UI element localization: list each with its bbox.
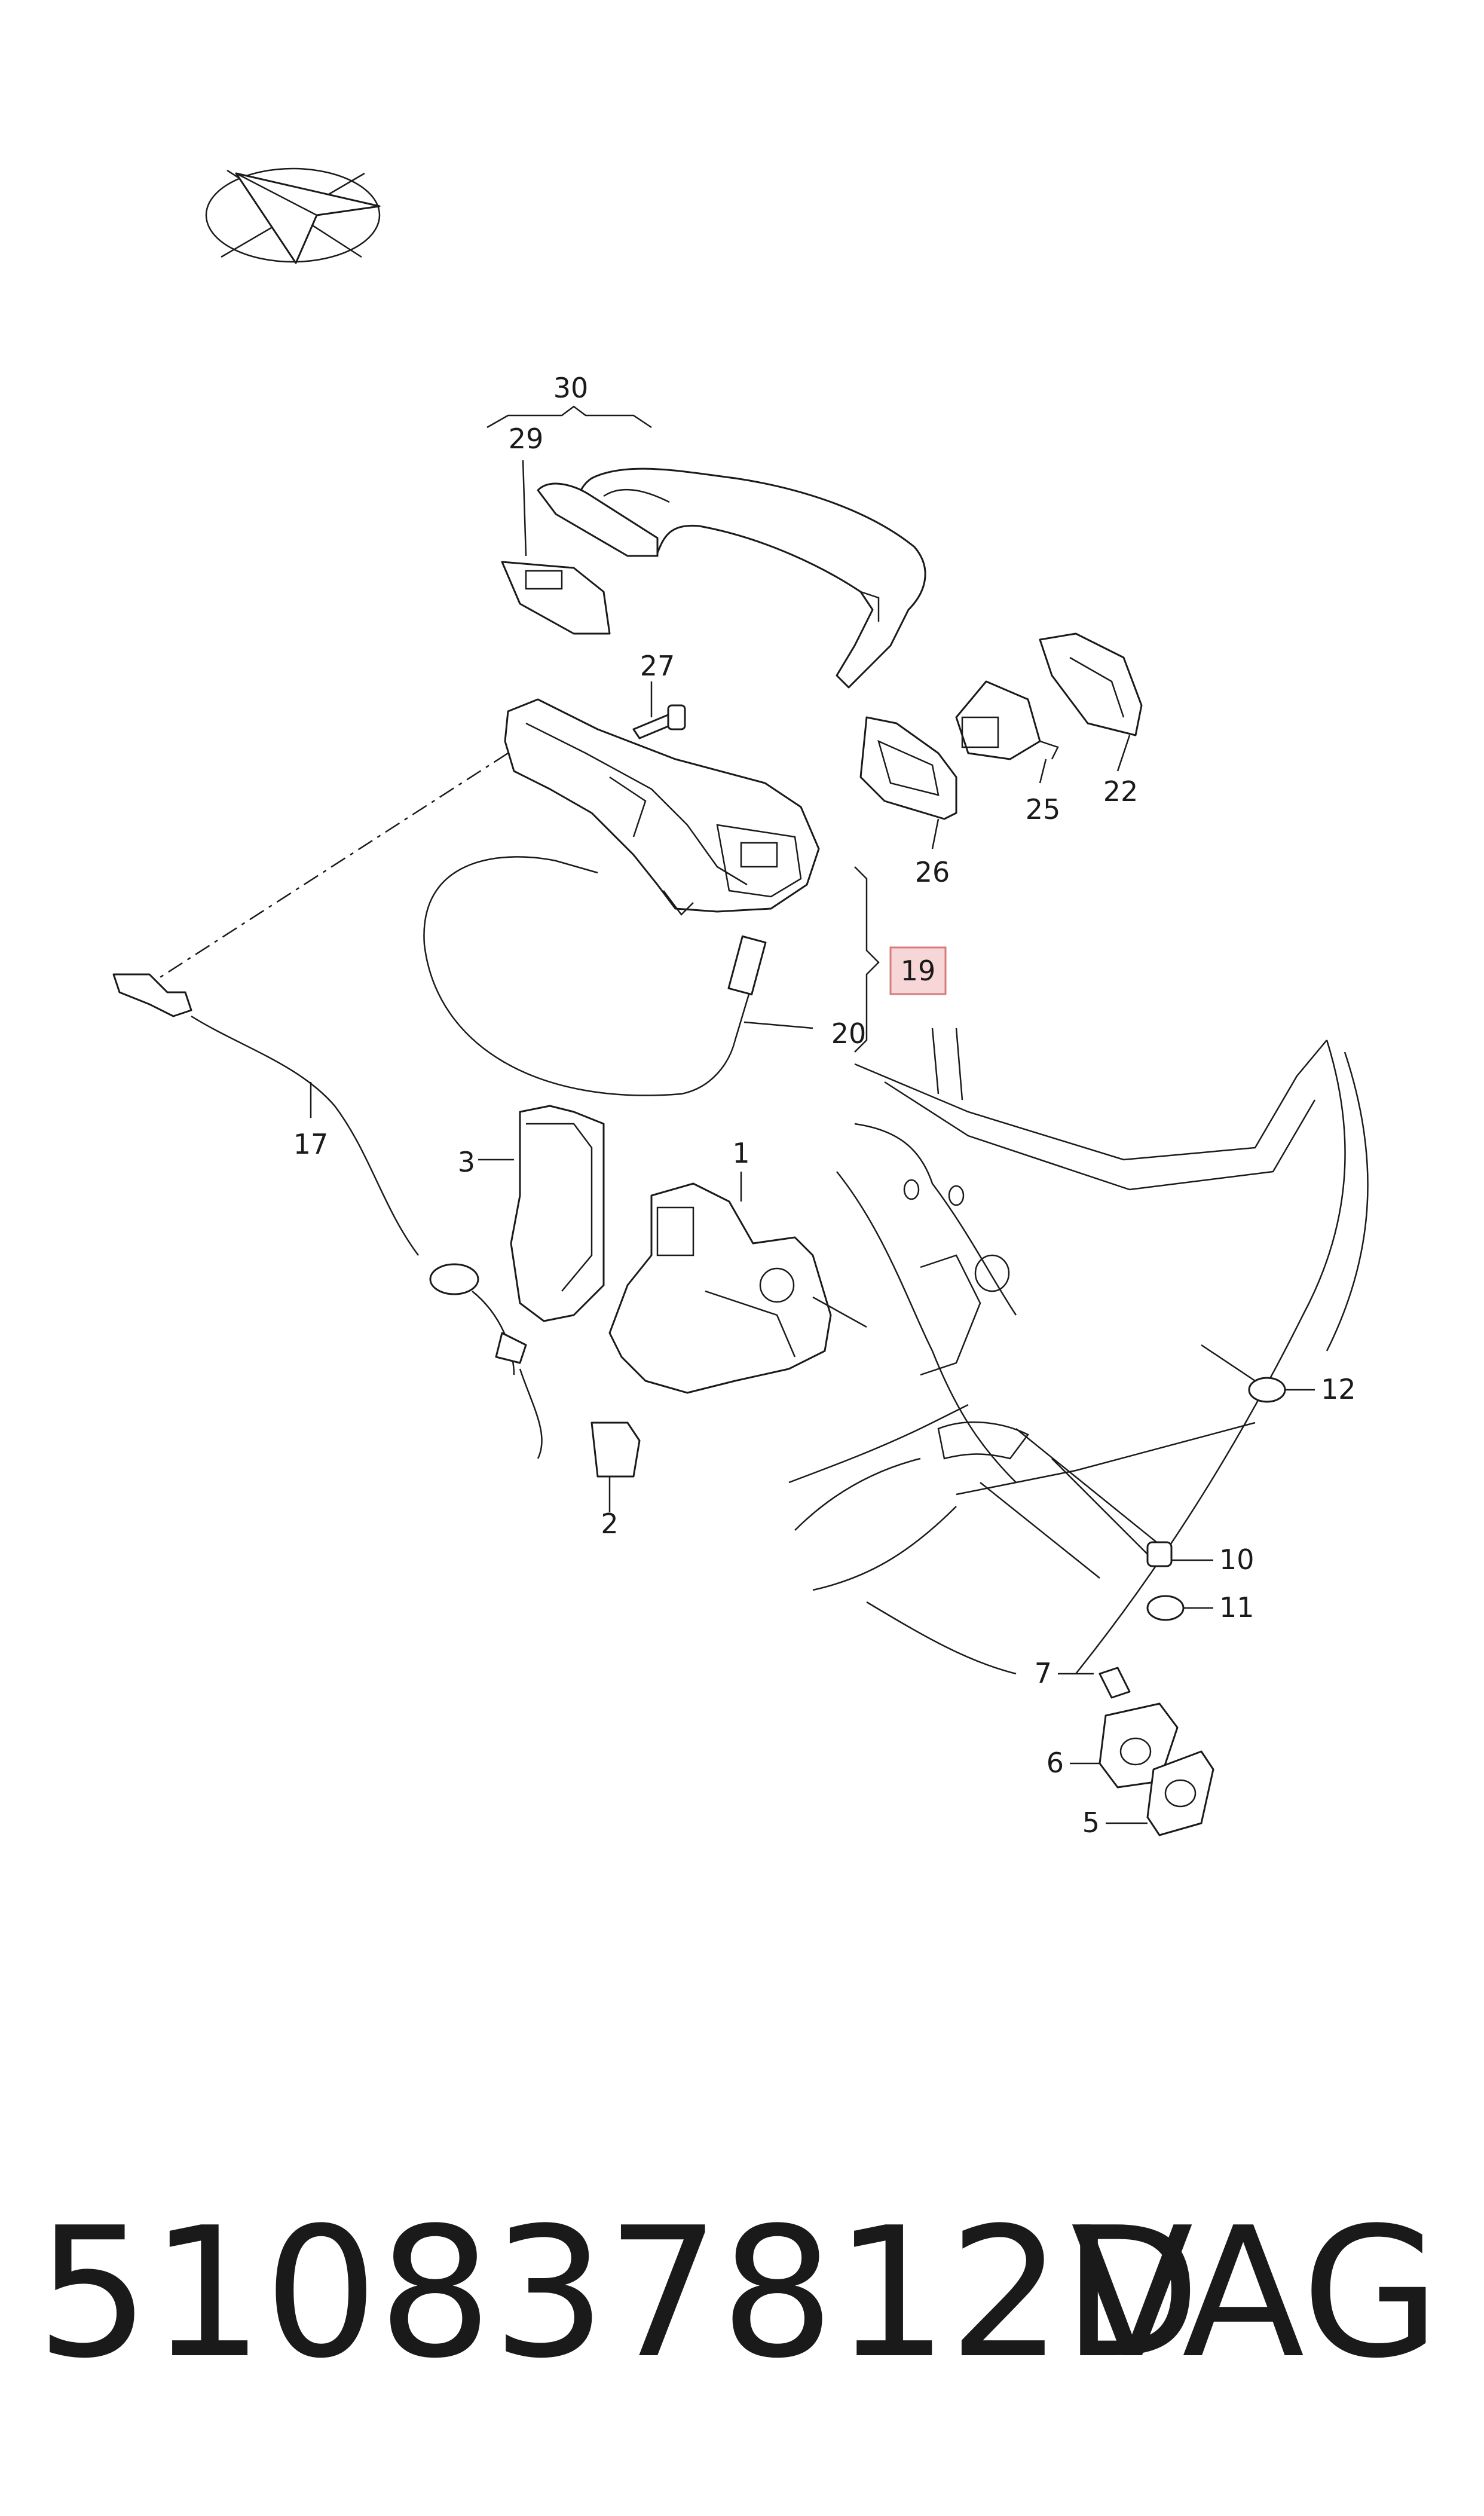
bracket-25 — [486, 405, 652, 429]
bolt-10 — [1051, 1458, 1213, 1567]
cable-17 — [112, 973, 543, 1459]
direction-arrow-icon — [205, 167, 381, 264]
washer-11 — [1146, 1595, 1213, 1621]
bracket-19 — [854, 866, 880, 1053]
cable-20 — [423, 856, 813, 1096]
callout-29: 25 — [1026, 793, 1061, 826]
leader-26 — [522, 460, 527, 557]
leader-30 — [1116, 735, 1131, 772]
callout-27: 26 — [915, 856, 950, 888]
door-handle-25 — [577, 467, 926, 689]
handle-carrier — [504, 698, 820, 916]
callout-11: 11 — [1219, 1591, 1254, 1624]
callout-22: 27 — [640, 650, 675, 682]
callout-5: 5 — [1082, 1806, 1100, 1839]
cover-3 — [478, 1105, 605, 1322]
door-lock-1 — [608, 1172, 867, 1394]
callout-10: 10 — [1219, 1543, 1254, 1576]
callout-30: 22 — [1103, 775, 1139, 808]
screw-7 — [1058, 1667, 1131, 1699]
leader-27 — [931, 818, 940, 849]
callout-6: 6 — [1047, 1747, 1064, 1779]
callout-19: 19 — [901, 955, 936, 987]
callout-12: 12 — [1321, 1373, 1356, 1405]
assembly-line — [155, 752, 509, 982]
callout-1: 1 — [732, 1137, 749, 1169]
seal-27 — [859, 716, 957, 820]
brand-name: VAG — [1071, 2189, 1440, 2398]
handle-insert-26 — [501, 482, 659, 635]
plug-12 — [1201, 1344, 1315, 1403]
plate-2 — [590, 1421, 641, 1512]
cap-30 — [1039, 632, 1143, 736]
callout-17: 17 — [293, 1128, 329, 1160]
lock-cylinder-29 — [955, 680, 1059, 760]
shim-5 — [1106, 1750, 1214, 1836]
door-frame — [788, 1028, 1369, 1675]
callout-26: 29 — [509, 423, 544, 455]
callout-20: 20 — [831, 1017, 867, 1050]
part-number: 510837812D — [36, 2189, 1201, 2398]
leader-29 — [1039, 759, 1047, 784]
callout-25: 30 — [553, 372, 589, 404]
bolt-22 — [632, 681, 686, 739]
callout-7: 7 — [1035, 1657, 1052, 1689]
callout-19-highlight — [889, 946, 947, 995]
callout-3: 3 — [458, 1146, 475, 1178]
callout-2: 2 — [601, 1508, 618, 1540]
